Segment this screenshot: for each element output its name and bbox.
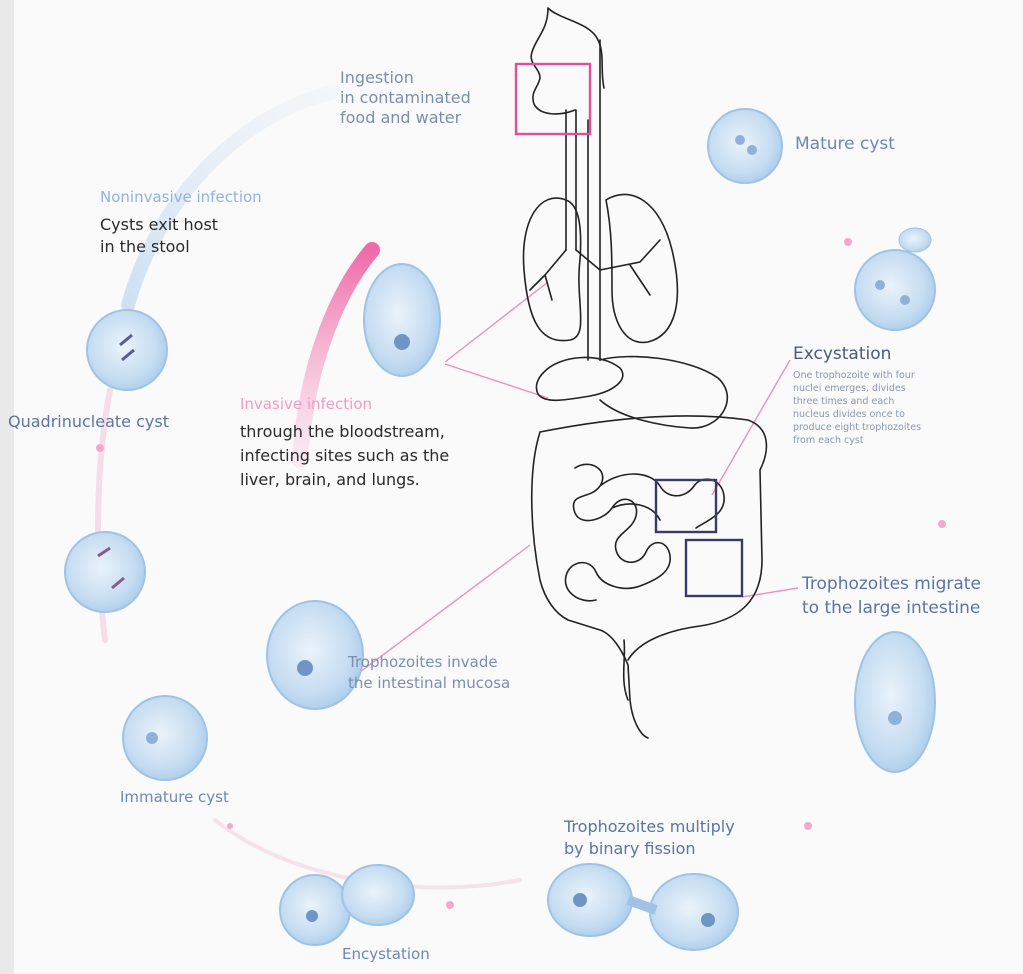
- excystation-line-2: nuclei emerges, divides: [793, 382, 921, 395]
- ingestion-line-2: in contaminated: [340, 88, 471, 108]
- bronchi: [530, 240, 660, 300]
- migrate-label: Trophozoites migrate to the large intest…: [802, 572, 981, 620]
- invasive-line-1: through the bloodstream,: [240, 420, 449, 444]
- lung-left: [523, 198, 580, 341]
- multiply-label: Trophozoites multiply by binary fission: [564, 816, 735, 860]
- invade-label: Trophozoites invade the intestinal mucos…: [348, 652, 510, 694]
- large-intestine: [532, 416, 767, 738]
- immature-cyst-cell: [123, 696, 207, 780]
- invade-line-2: the intestinal mucosa: [348, 673, 510, 694]
- ingestion-line-3: food and water: [340, 108, 471, 128]
- excystation-pointer: [712, 360, 790, 495]
- excystation-line-3: three times and each: [793, 395, 921, 408]
- excystation-line-6: from each cyst: [793, 434, 921, 447]
- excystation-line-4: nucleus divides once to: [793, 408, 921, 421]
- ingestion-label: Ingestion in contaminated food and water: [340, 68, 471, 128]
- head-outline: [531, 8, 604, 114]
- noninvasive-line-2: in the stool: [100, 236, 218, 258]
- quadrinucleate-cyst-cell: [87, 310, 167, 390]
- liver: [536, 357, 622, 400]
- encystation-label: Encystation: [342, 945, 430, 963]
- excystation-cell: [855, 228, 935, 330]
- mature-cyst-cell: [708, 109, 782, 183]
- invasive-pointer-liver: [445, 364, 548, 398]
- ingestion-line-1: Ingestion: [340, 68, 471, 88]
- multiply-line-1: Trophozoites multiply: [564, 816, 735, 838]
- migrating-trophozoite-cell: [855, 632, 935, 772]
- invasive-line-2: infecting sites such as the: [240, 444, 449, 468]
- immature-nucleate-cyst-cell: [65, 532, 145, 612]
- invasive-title: Invasive infection: [240, 395, 372, 413]
- trachea: [566, 110, 576, 250]
- migrate-line-1: Trophozoites migrate: [802, 572, 981, 596]
- page-edge-shadow: [0, 0, 14, 974]
- lung-right: [606, 194, 677, 342]
- noninvasive-title: Noninvasive infection: [100, 188, 262, 206]
- rectum: [624, 640, 628, 700]
- mature-cyst-label: Mature cyst: [795, 133, 895, 155]
- noninvasive-body: Cysts exit host in the stool: [100, 214, 218, 258]
- ingestion-box: [516, 64, 590, 134]
- invade-line-1: Trophozoites invade: [348, 652, 510, 673]
- noninvasive-line-1: Cysts exit host: [100, 214, 218, 236]
- immature-cyst-label: Immature cyst: [120, 788, 229, 806]
- invasive-trophozoite-cell: [364, 264, 440, 376]
- invasive-body: through the bloodstream, infecting sites…: [240, 420, 449, 492]
- excystation-title: Excystation: [793, 344, 891, 364]
- multiply-line-2: by binary fission: [564, 838, 735, 860]
- quadrinucleate-cyst-label: Quadrinucleate cyst: [8, 412, 169, 431]
- migrate-box: [686, 540, 742, 596]
- migrate-line-2: to the large intestine: [802, 596, 981, 620]
- migrate-pointer: [742, 588, 798, 597]
- invasive-pointer-lungs: [445, 282, 548, 362]
- excystation-body: One trophozoite with four nuclei emerges…: [793, 369, 921, 447]
- excystation-line-5: produce eight trophozoites: [793, 421, 921, 434]
- excystation-line-1: One trophozoite with four: [793, 369, 921, 382]
- excystation-box: [656, 480, 716, 532]
- binary-fission-cell: [548, 864, 738, 950]
- invasive-line-3: liver, brain, and lungs.: [240, 468, 449, 492]
